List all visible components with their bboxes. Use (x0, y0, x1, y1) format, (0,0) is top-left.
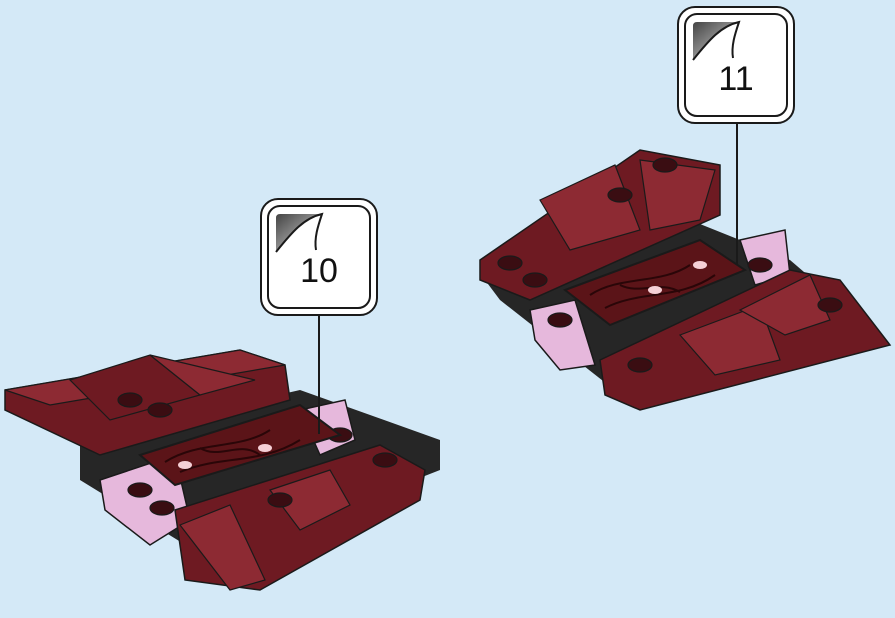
sticker-number: 11 (677, 60, 795, 99)
sticker-callout-11: 11 (677, 6, 795, 124)
callout-11-leader (736, 122, 738, 264)
sticker-curl-icon (691, 20, 741, 62)
